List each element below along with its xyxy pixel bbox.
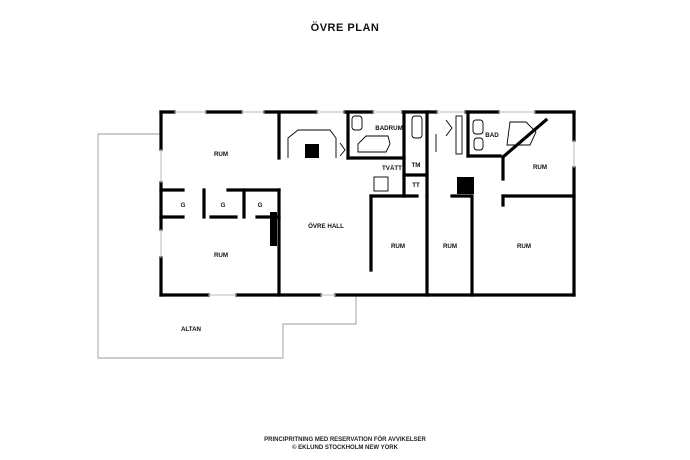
room-label-rum-right: RUM bbox=[517, 243, 531, 250]
windows bbox=[160, 111, 575, 296]
bathroom-fixtures bbox=[351, 115, 537, 155]
room-label-rum-right-top: RUM bbox=[533, 164, 547, 171]
room-label-rum-mid-left: RUM bbox=[214, 252, 228, 259]
chimneys bbox=[270, 177, 474, 246]
room-label-g2: G bbox=[221, 202, 226, 209]
room-label-badrum: BADRUM bbox=[375, 125, 403, 132]
altan-outline bbox=[97, 133, 357, 359]
laundry-fixture bbox=[373, 176, 389, 192]
room-label-tt: TT bbox=[412, 182, 420, 189]
footer-disclaimer: PRINCIPRITNING MED RESERVATION FÖR AVVIK… bbox=[264, 437, 426, 443]
room-label-rum-center-1: RUM bbox=[391, 243, 405, 250]
room-label-rum-center-2: RUM bbox=[443, 243, 457, 250]
footer-copyright: © EKLUND STOCKHOLM NEW YORK bbox=[292, 445, 398, 451]
plan-title: ÖVRE PLAN bbox=[310, 22, 380, 34]
outer-walls bbox=[159, 110, 576, 297]
room-label-tm: TM bbox=[412, 162, 421, 169]
room-label-tvatt: TVÄTT bbox=[382, 165, 402, 172]
footer: PRINCIPRITNING MED RESERVATION FÖR AVVIK… bbox=[0, 436, 690, 452]
room-label-ovre-hall: ÖVRE HALL bbox=[308, 223, 344, 230]
room-label-bad: BAD bbox=[485, 132, 499, 139]
room-label-g1: G bbox=[181, 202, 186, 209]
interior-walls bbox=[159, 110, 576, 297]
stair-block bbox=[287, 129, 346, 158]
room-label-g3: G bbox=[258, 202, 263, 209]
room-labels: RUM G G G RUM ÖVRE HALL BADRUM TVÄTT TM … bbox=[181, 125, 547, 333]
room-label-rum-top-left: RUM bbox=[214, 151, 228, 158]
room-label-altan: ALTAN bbox=[181, 326, 202, 333]
